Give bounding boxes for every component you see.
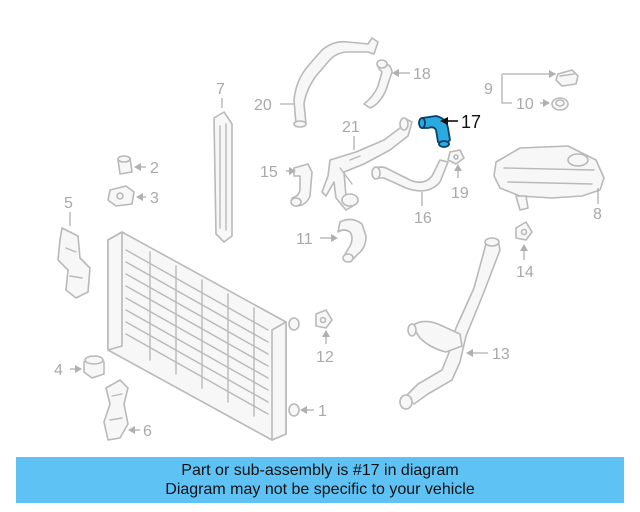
part-9-cap[interactable] bbox=[555, 69, 579, 87]
callout-1[interactable]: 1 bbox=[318, 403, 327, 420]
part-7-seal-strip[interactable] bbox=[213, 111, 233, 243]
callout-11-arrow bbox=[331, 234, 338, 242]
callout-17[interactable]: 17 bbox=[461, 112, 481, 132]
part-16-hose[interactable] bbox=[371, 159, 449, 192]
callout-14-arrow bbox=[520, 244, 528, 251]
callout-20[interactable]: 20 bbox=[254, 97, 272, 114]
part-20-coolant-pipe[interactable] bbox=[293, 37, 379, 128]
callout-3-arrow bbox=[136, 193, 143, 201]
part-15-hose[interactable] bbox=[290, 163, 313, 207]
part-6-lower-bracket[interactable] bbox=[103, 379, 129, 441]
callout-19-arrow bbox=[454, 164, 462, 171]
callout-4-arrow bbox=[75, 365, 82, 373]
callout-8[interactable]: 8 bbox=[593, 206, 602, 223]
callout-13-arrow bbox=[466, 349, 473, 357]
info-banner: Part or sub-assembly is #17 in diagram D… bbox=[16, 457, 624, 503]
part-10-seal[interactable] bbox=[551, 97, 569, 111]
callout-18-arrow bbox=[392, 69, 399, 77]
part-17-hose-highlighted[interactable] bbox=[418, 115, 451, 148]
callout-11[interactable]: 11 bbox=[296, 231, 313, 248]
callout-21[interactable]: 21 bbox=[342, 119, 360, 136]
callout-7[interactable]: 7 bbox=[216, 81, 225, 98]
callout-14[interactable]: 14 bbox=[516, 264, 534, 281]
callout-9-arrow bbox=[549, 70, 556, 78]
part-2-sleeve[interactable] bbox=[117, 155, 133, 175]
callout-2[interactable]: 2 bbox=[150, 160, 159, 177]
banner-line-part: Part or sub-assembly is #17 in diagram bbox=[181, 462, 459, 479]
part-8-expansion-tank[interactable] bbox=[493, 145, 605, 211]
callout-16[interactable]: 16 bbox=[414, 210, 432, 227]
banner-line-disclaimer: Diagram may not be specific to your vehi… bbox=[165, 481, 475, 498]
callout-19[interactable]: 19 bbox=[451, 185, 469, 202]
callout-15[interactable]: 15 bbox=[260, 164, 278, 181]
callout-18[interactable]: 18 bbox=[413, 66, 431, 83]
part-18-hose[interactable] bbox=[363, 59, 393, 109]
callout-12[interactable]: 12 bbox=[316, 349, 334, 366]
callout-9[interactable]: 9 bbox=[484, 81, 493, 98]
part-1-radiator[interactable] bbox=[107, 231, 300, 441]
part-11-hose[interactable] bbox=[337, 218, 367, 263]
part-12-clip[interactable] bbox=[315, 309, 333, 329]
part-21-coolant-flange[interactable] bbox=[321, 117, 413, 211]
callout-4[interactable]: 4 bbox=[54, 362, 63, 379]
callout-1-arrow bbox=[300, 406, 307, 414]
callout-10[interactable]: 10 bbox=[516, 96, 534, 113]
part-14-clip[interactable] bbox=[515, 221, 533, 241]
callout-10-arrow bbox=[543, 99, 550, 107]
callout-3[interactable]: 3 bbox=[150, 190, 159, 207]
callout-12-arrow bbox=[322, 330, 330, 337]
callout-2-arrow bbox=[134, 163, 141, 171]
callout-5[interactable]: 5 bbox=[64, 195, 73, 212]
callout-6-arrow bbox=[128, 426, 135, 434]
part-3-mount[interactable] bbox=[107, 185, 135, 207]
part-4-rubber-mount[interactable] bbox=[83, 355, 105, 379]
part-13-lower-hose[interactable] bbox=[399, 237, 501, 410]
callout-13[interactable]: 13 bbox=[492, 346, 510, 363]
part-19-clip[interactable] bbox=[447, 149, 465, 165]
part-5-bracket[interactable] bbox=[57, 227, 91, 299]
callout-17-arrow bbox=[440, 117, 448, 125]
callout-15-arrow bbox=[289, 167, 296, 175]
callout-6[interactable]: 6 bbox=[143, 423, 152, 440]
